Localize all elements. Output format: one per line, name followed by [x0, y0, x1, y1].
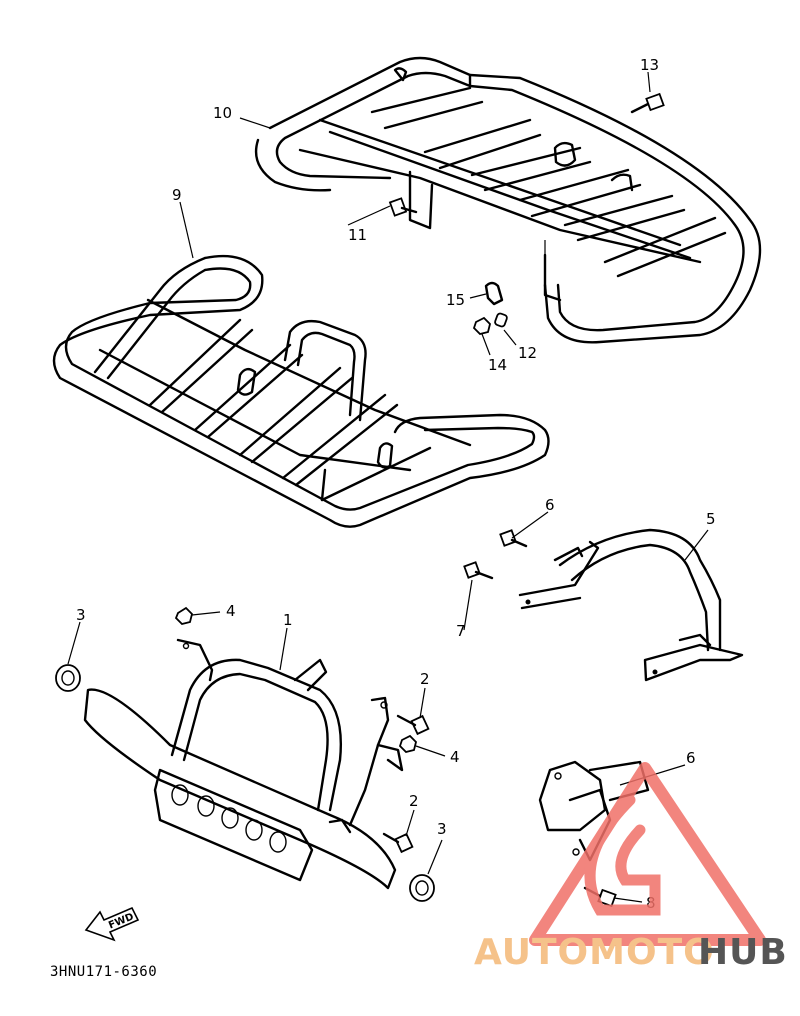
- watermark-text: AUTOMOTO HUB: [474, 932, 788, 973]
- callout-7: 6: [686, 749, 696, 767]
- callout-3-left: 3: [76, 606, 86, 624]
- callout-11: 11: [348, 226, 367, 244]
- callout-10: 10: [213, 104, 232, 122]
- callout-12: 12: [518, 344, 537, 362]
- fwd-arrow-icon: FWD: [84, 906, 140, 942]
- leader-lines: [67, 71, 709, 903]
- callout-15: 15: [446, 291, 465, 309]
- callout-1: 1: [283, 611, 293, 629]
- callout-labels: 10 13 11 9 15 12 14 6 5 7 4 3 1 2 4 2 3 …: [76, 56, 716, 912]
- front-carrier[interactable]: [52, 254, 550, 528]
- bolt-6-upper[interactable]: [499, 529, 528, 548]
- callout-9: 9: [172, 186, 182, 204]
- bolt-6-lower[interactable]: [463, 561, 494, 580]
- callout-5: 5: [706, 510, 716, 528]
- callout-3-right: 3: [437, 820, 447, 838]
- clip-15[interactable]: [484, 281, 504, 306]
- watermark-brand-part1: AUTOMOTO: [474, 932, 715, 973]
- callout-4-lower: 4: [450, 748, 460, 766]
- watermark-logo: [529, 762, 766, 946]
- rear-guard-bar[interactable]: [518, 528, 744, 682]
- front-bumper-guard[interactable]: [83, 638, 404, 890]
- bolt-2-lower[interactable]: [382, 832, 414, 854]
- nut-4-lower[interactable]: [398, 734, 417, 753]
- grommet-3-right[interactable]: [409, 874, 435, 902]
- nut-4-upper[interactable]: [174, 606, 193, 625]
- callout-14: 14: [488, 356, 507, 374]
- callout-2-upper: 2: [420, 670, 430, 688]
- bolt-11[interactable]: [388, 197, 418, 217]
- callout-6-upper: 6: [545, 496, 555, 514]
- collar-12[interactable]: [494, 312, 508, 328]
- diagram-code: 3HNU171-6360: [50, 964, 157, 980]
- nut-14[interactable]: [472, 316, 491, 335]
- bolt-13[interactable]: [630, 92, 665, 114]
- callout-4-upper: 4: [226, 602, 236, 620]
- watermark-brand-part2: HUB: [698, 932, 788, 973]
- callout-6-lower: 7: [456, 622, 466, 640]
- bolt-2-upper[interactable]: [396, 714, 430, 736]
- rear-carrier[interactable]: [254, 56, 762, 344]
- callout-2-lower: 2: [409, 792, 419, 810]
- callout-13: 13: [640, 56, 659, 74]
- grommet-3-left[interactable]: [55, 664, 81, 692]
